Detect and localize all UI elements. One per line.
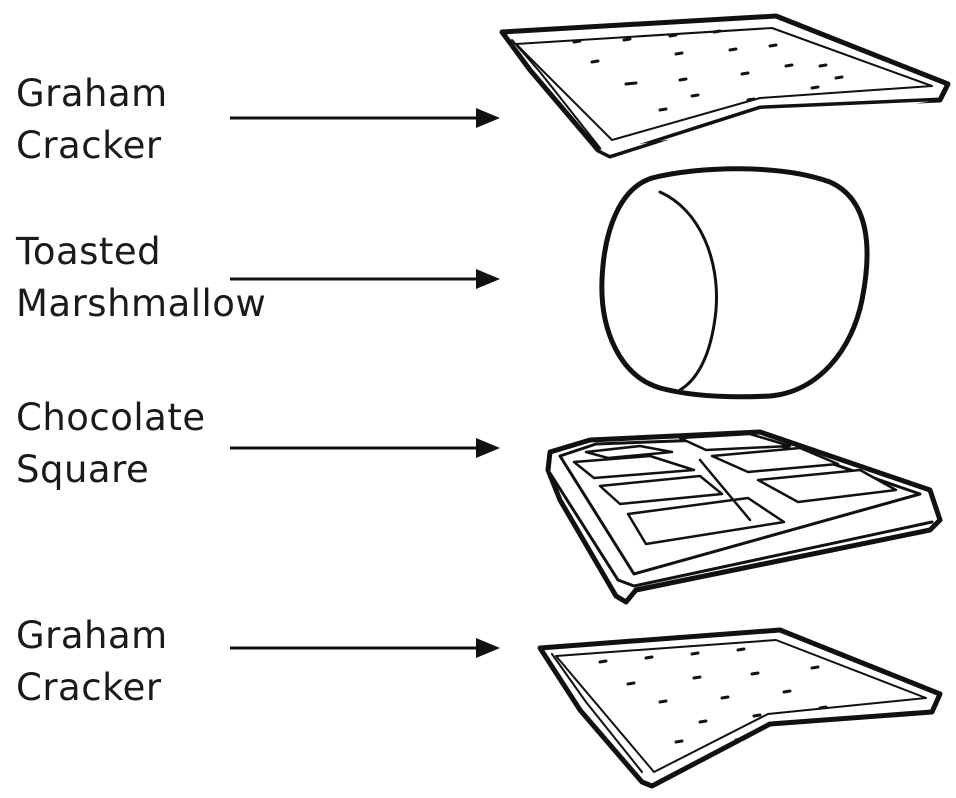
arrow-icon <box>230 269 500 289</box>
graham-cracker-icon <box>537 627 943 789</box>
label-line: Graham <box>16 72 168 115</box>
marshmallow-icon <box>599 166 870 400</box>
label-line: Chocolate <box>16 396 206 439</box>
label-line: Toasted <box>16 230 162 273</box>
label-line: Cracker <box>16 666 162 709</box>
arrow-icon <box>230 438 500 458</box>
graham-cracker-icon <box>499 13 951 159</box>
label-line: Marshmallow <box>16 282 267 325</box>
label-bottom-graham-cracker: Graham Cracker <box>16 610 168 714</box>
arrow-icon <box>230 638 500 658</box>
label-top-graham-cracker: Graham Cracker <box>16 68 168 172</box>
label-line: Graham <box>16 614 168 657</box>
label-chocolate-square: Chocolate Square <box>16 392 206 496</box>
label-line: Square <box>16 448 150 491</box>
arrow-icon <box>230 108 500 128</box>
chocolate-bar-icon <box>545 429 943 605</box>
label-line: Cracker <box>16 124 162 167</box>
label-toasted-marshmallow: Toasted Marshmallow <box>16 226 266 330</box>
